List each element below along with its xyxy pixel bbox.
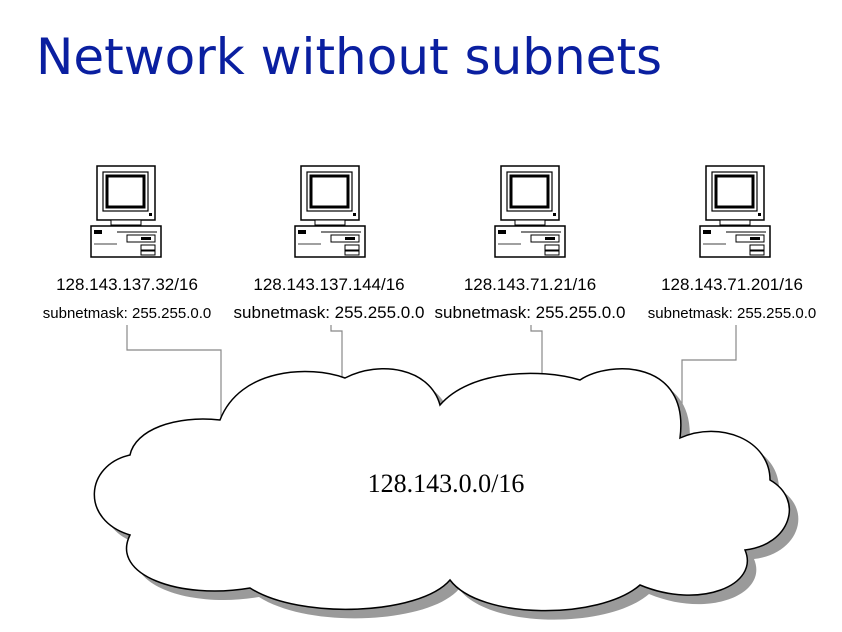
page-title: Network without subnets [36, 28, 663, 86]
connection-lines [126, 325, 737, 436]
host-ip: 128.143.137.32/16 [56, 275, 198, 294]
host-subnetmask: subnetmask: 255.255.0.0 [43, 305, 211, 322]
desktop-computer-icon [698, 164, 772, 259]
host-ip: 128.143.137.144/16 [253, 275, 404, 294]
link-host-1 [126, 325, 222, 418]
host-1: 128.143.137.32/16 subnetmask: 255.255.0.… [43, 164, 211, 322]
link-host-3 [530, 325, 543, 381]
host-subnetmask: subnetmask: 255.255.0.0 [435, 303, 626, 322]
host-subnetmask: subnetmask: 255.255.0.0 [234, 303, 425, 322]
network-label: 128.143.0.0/16 [368, 469, 525, 498]
desktop-computer-icon [293, 164, 367, 259]
desktop-computer-icon [493, 164, 567, 259]
host-subnetmask: subnetmask: 255.255.0.0 [648, 305, 816, 322]
host-3: 128.143.71.21/16 subnetmask: 255.255.0.0 [435, 164, 626, 322]
host-ip: 128.143.71.201/16 [661, 275, 803, 294]
link-host-2 [330, 325, 343, 380]
desktop-computer-icon [89, 164, 163, 259]
host-4: 128.143.71.201/16 subnetmask: 255.255.0.… [648, 164, 816, 322]
host-2: 128.143.137.144/16 subnetmask: 255.255.0… [234, 164, 425, 322]
host-ip: 128.143.71.21/16 [464, 275, 596, 294]
link-host-4 [681, 325, 737, 436]
